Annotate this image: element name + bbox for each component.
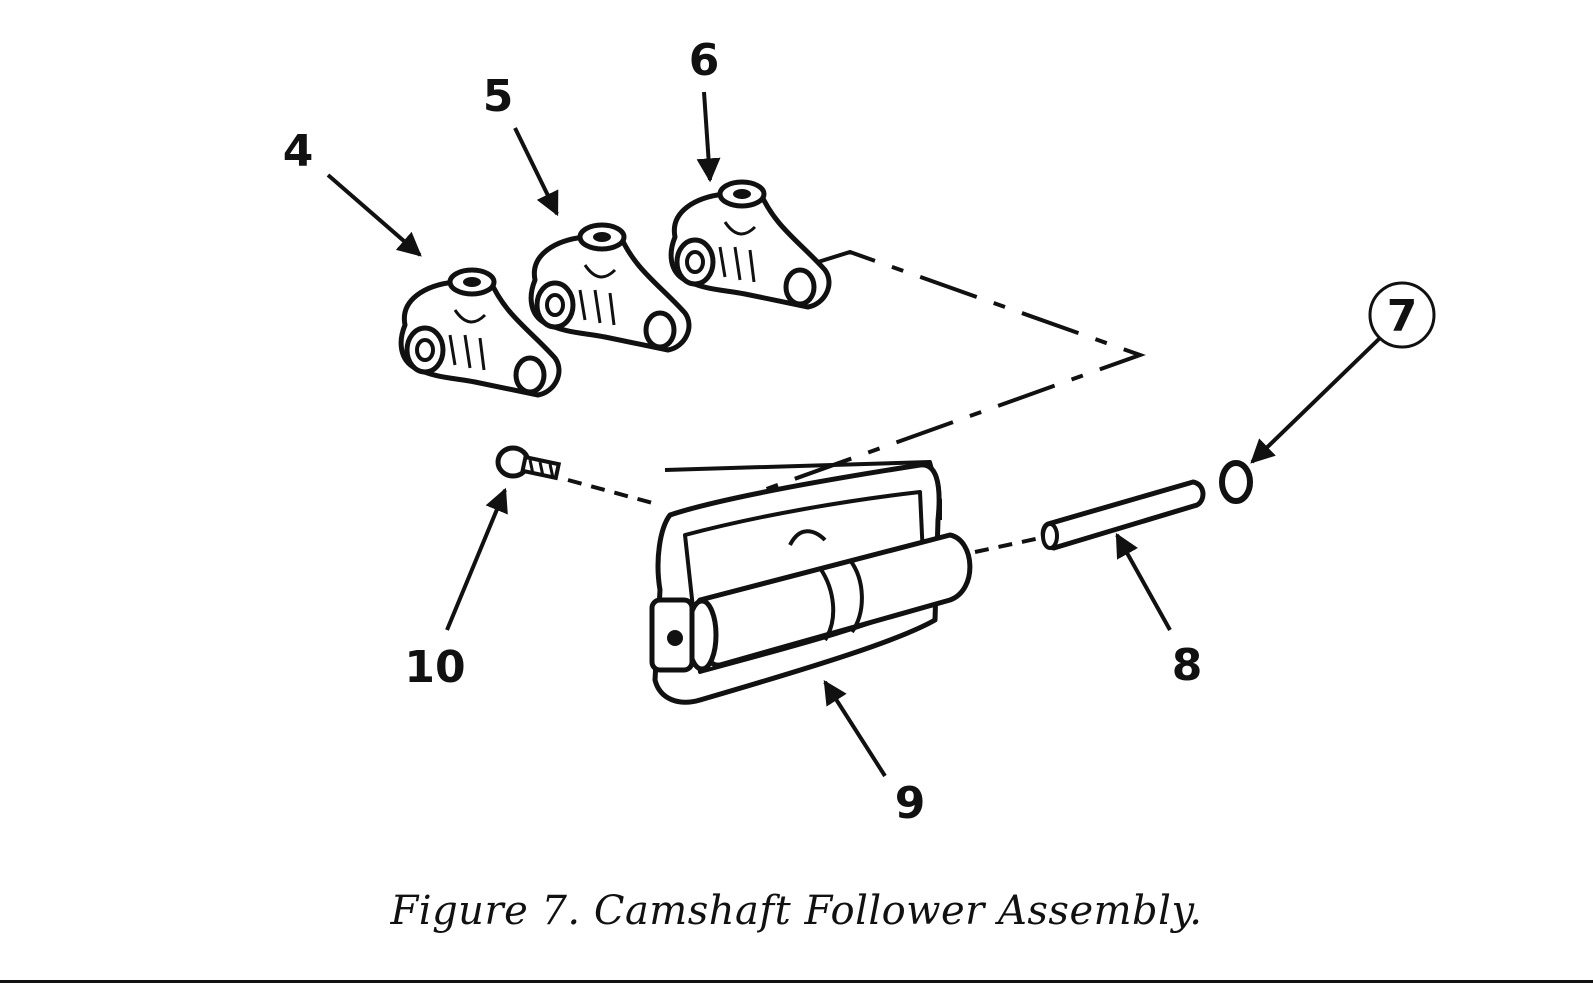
callout-9: 9	[895, 778, 926, 829]
ring-part-7	[1219, 460, 1253, 504]
follower-part-5	[531, 225, 689, 350]
bracket-part-9	[649, 460, 973, 705]
pin-dash-line	[974, 536, 1041, 554]
callout-7: 7	[1387, 291, 1418, 342]
pin-part-8	[1040, 479, 1206, 551]
callout-8: 8	[1172, 640, 1203, 691]
callout-7-circle	[1368, 281, 1436, 349]
follower-part-6	[671, 182, 829, 307]
callout-10: 10	[404, 642, 465, 693]
leader-arrows	[326, 91, 1382, 778]
bolt-part-10	[495, 445, 562, 481]
figure-caption: Figure 7. Camshaft Follower Assembly.	[390, 888, 1203, 934]
bottom-rule	[0, 980, 1593, 983]
callout-5: 5	[483, 71, 514, 122]
assembly-centerline	[679, 249, 1146, 522]
bolt-dash-line	[567, 478, 661, 507]
callout-4: 4	[283, 126, 314, 177]
callout-6: 6	[689, 35, 720, 86]
